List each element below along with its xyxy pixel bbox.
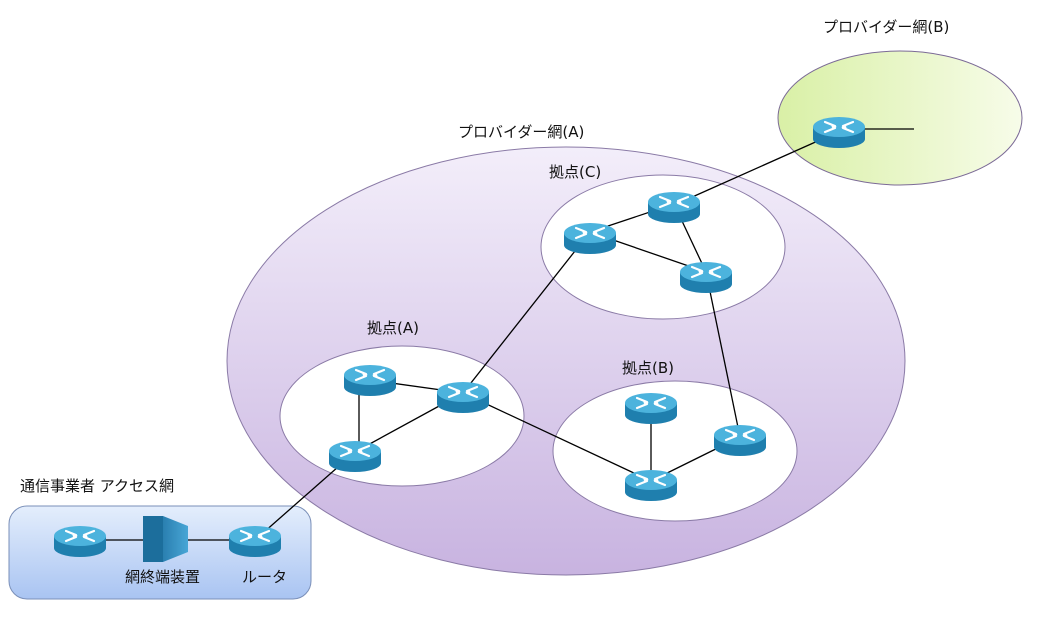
onu-label: 網終端装置 bbox=[125, 568, 200, 586]
access-network-label: 通信事業者 アクセス網 bbox=[20, 477, 174, 495]
router-label: ルータ bbox=[242, 568, 287, 586]
router-icon bbox=[678, 260, 734, 295]
site-a-area bbox=[279, 345, 525, 487]
router-icon bbox=[227, 524, 283, 559]
onu-device-icon bbox=[143, 516, 188, 562]
site-a-label: 拠点(A) bbox=[367, 319, 419, 337]
site-c-label: 拠点(C) bbox=[549, 163, 601, 181]
provider-b-label: プロバイダー網(B) bbox=[823, 18, 949, 36]
router-icon bbox=[562, 221, 618, 256]
site-b-label: 拠点(B) bbox=[622, 359, 674, 377]
router-icon bbox=[811, 115, 867, 150]
router-icon bbox=[342, 363, 398, 398]
provider-b-network bbox=[777, 50, 1023, 186]
router-icon bbox=[623, 468, 679, 503]
router-icon bbox=[646, 190, 702, 225]
provider-a-label: プロバイダー網(A) bbox=[458, 123, 584, 141]
router-icon bbox=[52, 524, 108, 559]
router-icon bbox=[623, 391, 679, 426]
router-icon bbox=[435, 380, 491, 415]
router-icon bbox=[327, 439, 383, 474]
router-icon bbox=[712, 423, 768, 458]
